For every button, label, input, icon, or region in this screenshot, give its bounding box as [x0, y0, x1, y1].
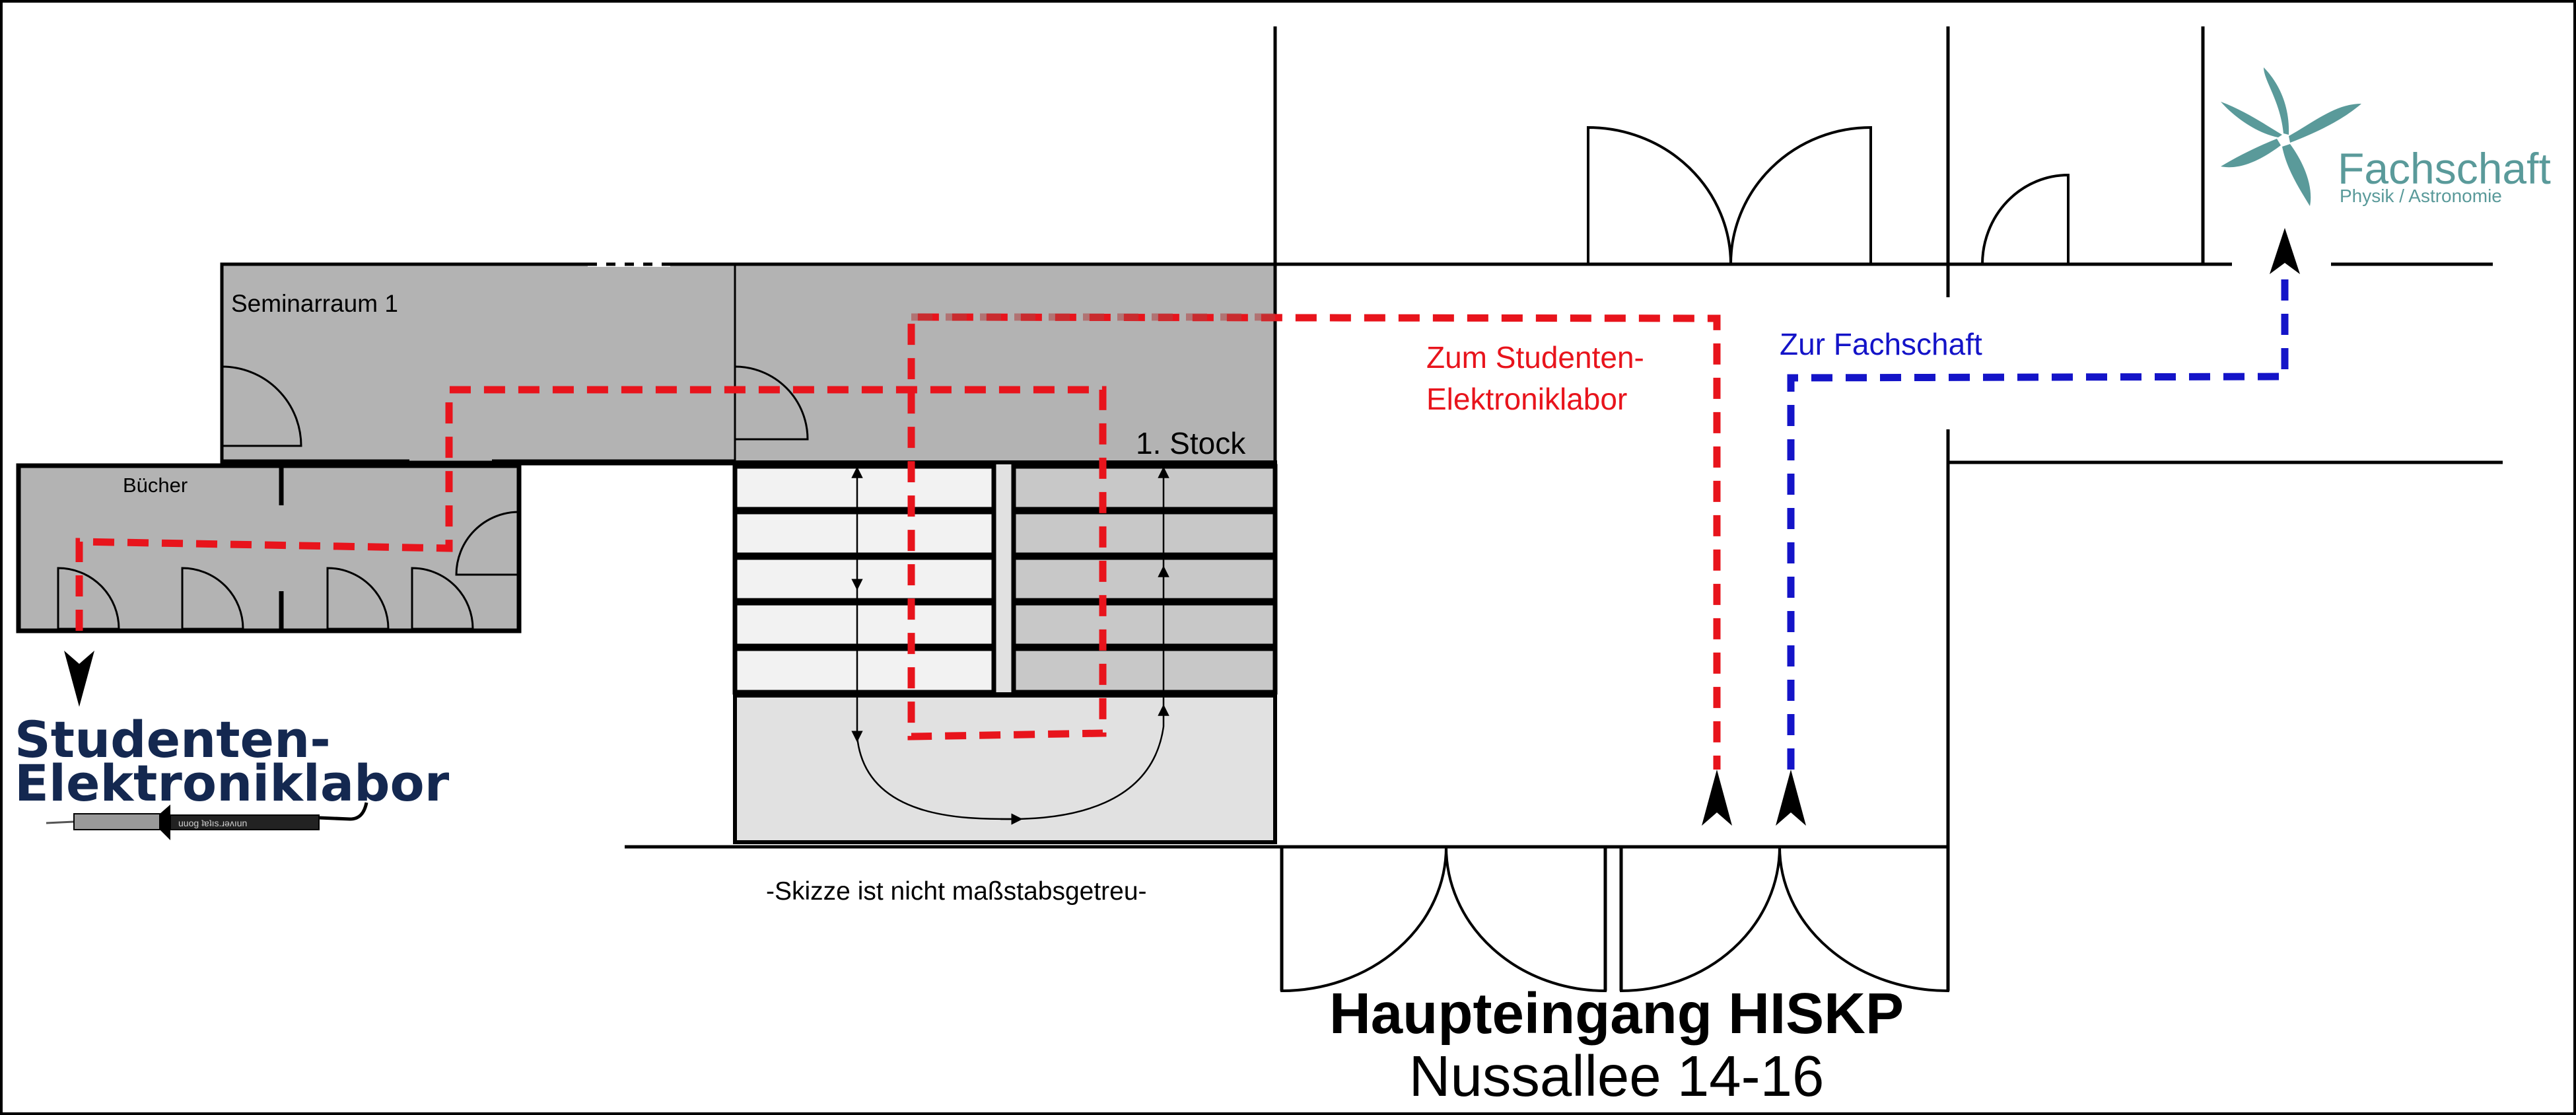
entrance-title: Haupteingang HISKP [1329, 982, 1904, 1046]
route-to-fachschaft [1787, 274, 2289, 770]
doors-left [57, 365, 809, 630]
arrow-entrance-fachschaft [1776, 770, 1806, 826]
fachschaft-logo-name: Fachschaft [2338, 144, 2551, 193]
route-lab-label-2: Elektroniklabor [1426, 382, 1627, 416]
routes [64, 228, 2300, 826]
fachschaft-logo: Fachschaft Physik / Astronomie [2221, 67, 2551, 206]
route-lab-label-1: Zum Studenten- [1426, 340, 1644, 375]
lab-logo-line1: Studenten- [15, 710, 331, 769]
arrow-up-fachschaft [2270, 228, 2300, 274]
entrance-doors [1280, 846, 1949, 993]
fachschaft-logo-sub: Physik / Astronomie [2340, 186, 2502, 206]
probe-text: uuog ʇɐʇıs.ɹəʌıun [178, 818, 247, 828]
books-room-label: Bücher [123, 474, 188, 497]
seminar-room-label: Seminarraum 1 [231, 290, 398, 317]
arrow-down-lab [64, 651, 94, 707]
stair-direction-arrows [851, 466, 1169, 825]
doors-top [1587, 126, 2070, 265]
route-fachschaft-label: Zur Fachschaft [1780, 327, 1982, 361]
pinwheel-icon [2221, 67, 2361, 206]
probe-icon: uuog ʇɐʇıs.ɹəʌıun [46, 802, 368, 840]
lab-logo: Studenten- Elektroniklabor uuog ʇɐʇıs.ɹə… [15, 710, 450, 840]
arrow-entrance-lab [1702, 770, 1732, 826]
scale-note: -Skizze ist nicht maßstabsgetreu- [766, 877, 1147, 906]
floor-label: 1. Stock [1136, 426, 1246, 460]
entrance-address: Nussallee 14-16 [1409, 1044, 1825, 1108]
route-to-lab [75, 313, 1721, 770]
lab-logo-line2: Elektroniklabor [15, 754, 450, 812]
stairwell [732, 460, 1278, 844]
stairs-left [732, 464, 996, 695]
stairs-right [1011, 464, 1278, 695]
